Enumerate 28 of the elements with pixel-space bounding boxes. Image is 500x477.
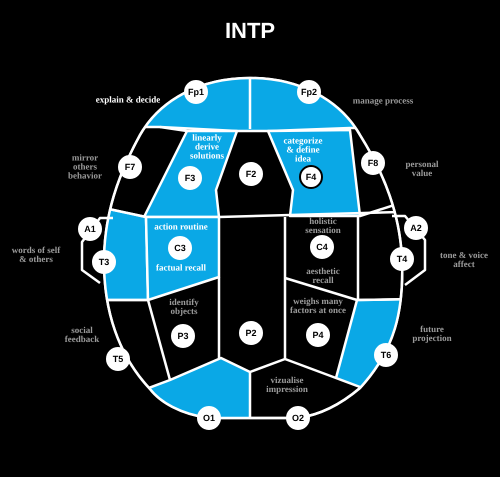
- region-label: future projection: [411, 325, 453, 343]
- region-label: vizualise impression: [265, 376, 309, 394]
- region-label: words of self & others: [10, 246, 62, 264]
- region-label: weighs many factors at once: [290, 297, 346, 315]
- region-label: tone & voice affect: [439, 251, 489, 269]
- region-label: action routine: [153, 222, 209, 232]
- region-label: mirror others behavior: [66, 154, 103, 180]
- electrode-marker: T3: [92, 250, 116, 274]
- region-label: factual recall: [154, 264, 208, 272]
- region-label: manage process: [352, 96, 414, 106]
- electrode-marker: T6: [374, 343, 398, 367]
- electrode-marker: A2: [404, 216, 428, 240]
- region-label: linearly derive solutions: [188, 134, 225, 160]
- region-label: aesthetic recall: [305, 267, 341, 285]
- electrode-marker: O2: [286, 406, 310, 430]
- region-label: explain & decide: [94, 96, 162, 104]
- title: INTP: [224, 20, 276, 42]
- region-label: personal value: [404, 160, 440, 178]
- electrode-marker: A1: [78, 217, 102, 241]
- region-label: social feedback: [64, 326, 100, 344]
- electrode-marker: Fp2: [297, 80, 321, 104]
- electrode-marker: T5: [106, 347, 130, 371]
- region-label: identify objects: [168, 298, 200, 316]
- region-label: holistic sensation: [304, 217, 342, 235]
- electrode-marker: Fp1: [184, 80, 208, 104]
- region-label: categorize & define idea: [282, 136, 324, 164]
- electrode-marker: T4: [390, 247, 414, 271]
- electrode-marker: O1: [197, 406, 221, 430]
